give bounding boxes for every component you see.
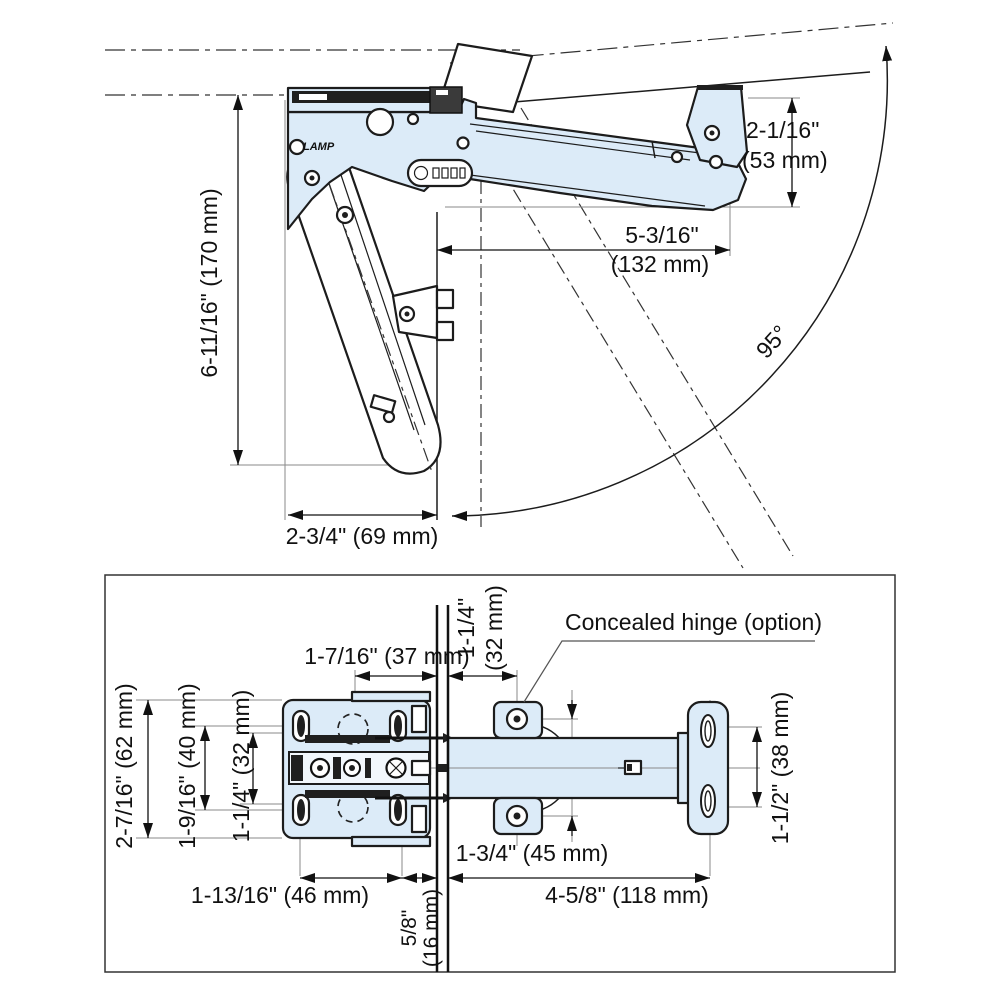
dim-door-label-1: 2-1/16"	[746, 117, 819, 143]
dim-body-69: 2-3/4" (69 mm)	[286, 510, 439, 549]
dim-bottom-right-118: 4-5/8" (118 mm)	[448, 873, 710, 908]
brand-logo: LAMP	[303, 141, 335, 153]
dim-left-outer-62: 2-7/16" (62 mm)	[111, 683, 153, 849]
dim-body-label: 2-3/4" (69 mm)	[286, 523, 439, 549]
dim-panel-label-2: (16 mm)	[420, 889, 443, 967]
dim-right-38: 1-1/2" (38 mm)	[752, 692, 793, 845]
dim-top-right-label-2: (32 mm)	[481, 585, 507, 671]
spring-channel	[288, 751, 432, 785]
opening-angle-arc	[451, 45, 893, 521]
dim-panel-label-1: 5/8"	[398, 910, 421, 947]
dim-depth-label-2: (132 mm)	[611, 251, 709, 277]
dim-top-right-label-1: 1-1/4"	[453, 598, 479, 659]
dim-depth-label-1: 5-3/16"	[625, 222, 698, 248]
drill-mark-top	[337, 713, 369, 745]
dim-right-label: 1-1/2" (38 mm)	[767, 692, 793, 845]
mechanism-body-side: LAMP	[286, 86, 748, 231]
dim-top-left-label: 1-7/16" (37 mm)	[304, 643, 469, 669]
dim-panel-16: 5/8" (16 mm)	[398, 873, 443, 967]
dim-bottom-right-label: 4-5/8" (118 mm)	[545, 882, 709, 908]
dim-height-label: 6-11/16" (170 mm)	[196, 188, 222, 377]
dim-bottom-left-46: 1-13/16" (46 mm)	[191, 873, 402, 908]
side-elevation-view: LAMP 6-11/16" (170 mm) 2-1/16" (53 mm)	[105, 22, 894, 569]
dim-left-mid-label: 1-9/16" (40 mm)	[174, 683, 200, 848]
dim-door-53: 2-1/16" (53 mm)	[742, 98, 828, 207]
arm-plan	[446, 700, 735, 836]
side-panel-lines	[435, 605, 450, 972]
dim-top-right-32: 1-1/4" (32 mm)	[448, 585, 517, 681]
dim-hinge-spacing-label: 1-3/4" (45 mm)	[456, 840, 609, 866]
closed-door-lines	[436, 180, 482, 527]
mechanism-body-plan	[281, 690, 453, 848]
plan-view: Concealed hinge (option) 1-7/16" (37 mm)…	[104, 574, 896, 973]
dim-height-170: 6-11/16" (170 mm)	[196, 95, 243, 465]
dim-left-outer-label: 2-7/16" (62 mm)	[111, 683, 137, 848]
annotation-concealed-hinge: Concealed hinge (option)	[523, 609, 822, 703]
door-cross-section	[438, 42, 534, 114]
mounting-slots	[291, 709, 408, 827]
dim-hinge-spacing-45: 1-3/4" (45 mm)	[456, 700, 609, 866]
concealed-hinge-plates	[492, 700, 544, 836]
dim-left-inner-label: 1-1/4" (32 mm)	[228, 690, 254, 843]
dim-left-mid-40: 1-9/16" (40 mm)	[174, 683, 210, 849]
dim-depth-132: 5-3/16" (132 mm)	[437, 222, 730, 277]
dim-door-label-2: (53 mm)	[742, 147, 828, 173]
drill-mark-bottom	[337, 791, 369, 823]
dim-top-left-37: 1-7/16" (37 mm)	[304, 643, 470, 681]
dim-bottom-left-label: 1-13/16" (46 mm)	[191, 882, 369, 908]
concealed-hinge-label: Concealed hinge (option)	[565, 609, 822, 635]
opening-angle-label: 95°	[751, 320, 794, 363]
door-bracket-closed	[391, 284, 455, 342]
plan-view-frame	[104, 574, 896, 973]
dim-left-inner-32: 1-1/4" (32 mm)	[228, 690, 258, 843]
door-bracket-open	[685, 85, 749, 170]
